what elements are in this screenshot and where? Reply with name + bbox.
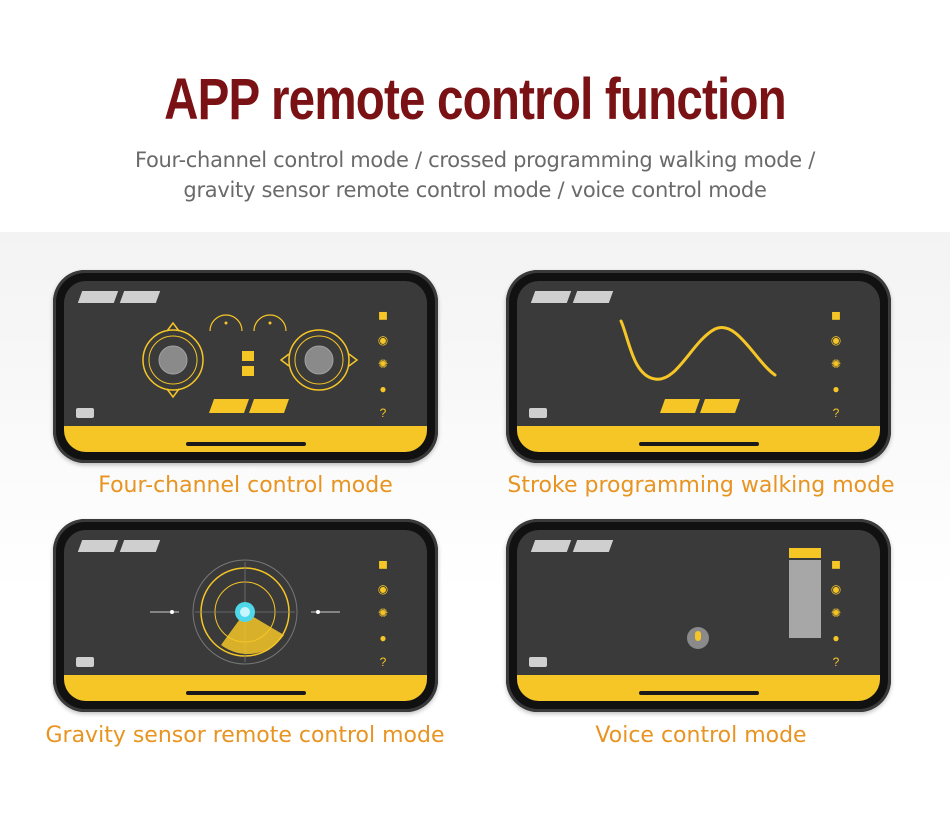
gravity-icon[interactable]: ✺ xyxy=(830,606,842,620)
gravity-icon[interactable]: ✺ xyxy=(830,357,842,371)
arrow-button-left[interactable] xyxy=(209,399,249,413)
robot-icon xyxy=(76,408,94,418)
robot-icon xyxy=(529,408,547,418)
app-screen: ◼ ◉ ✺ ● ? xyxy=(64,281,427,452)
help-icon[interactable]: ? xyxy=(379,406,387,420)
gamepad-icon[interactable]: ◼ xyxy=(378,308,388,322)
gamepad-icon[interactable]: ◼ xyxy=(831,557,841,571)
bottom-bar xyxy=(517,426,880,452)
help-icon[interactable]: ? xyxy=(832,655,840,669)
right-joystick[interactable] xyxy=(279,329,359,391)
side-menu: ◼ ◉ ✺ ● ? xyxy=(375,307,391,430)
phone-four-channel: ◼ ◉ ✺ ● ? xyxy=(53,270,438,463)
gravity-icon[interactable]: ✺ xyxy=(377,357,389,371)
app-screen: ◼ ◉ ✺ ● ? xyxy=(64,530,427,701)
caption-voice-control: Voice control mode xyxy=(595,723,807,748)
arrow-button-right[interactable] xyxy=(249,399,289,413)
home-indicator xyxy=(638,442,759,446)
play-button[interactable] xyxy=(660,399,700,413)
microphone-icon[interactable]: ● xyxy=(379,630,387,645)
steering-icon[interactable]: ◉ xyxy=(830,332,842,347)
bottom-bar xyxy=(517,675,880,701)
reset-button[interactable] xyxy=(700,399,740,413)
gravity-radar[interactable] xyxy=(192,559,298,665)
steering-icon[interactable]: ◉ xyxy=(377,332,389,347)
page-title: APP remote control function xyxy=(164,67,787,132)
bottom-bar xyxy=(64,426,427,452)
voice-level-header xyxy=(789,548,821,558)
phone-gravity-sensor: ◼ ◉ ✺ ● ? xyxy=(53,519,438,712)
robot-icon xyxy=(529,657,547,667)
gamepad-icon[interactable]: ◼ xyxy=(831,308,841,322)
caption-four-channel: Four-channel control mode xyxy=(98,473,393,498)
speed-gauge-left xyxy=(209,314,243,332)
steering-icon[interactable]: ◉ xyxy=(377,581,389,596)
microphone-icon[interactable]: ● xyxy=(379,381,387,396)
center-button-bottom[interactable] xyxy=(242,366,254,376)
home-indicator xyxy=(638,691,759,695)
bottom-bar xyxy=(64,675,427,701)
microphone-icon[interactable]: ● xyxy=(832,381,840,396)
side-menu: ◼ ◉ ✺ ● ? xyxy=(828,307,844,430)
speed-gauge-right xyxy=(253,314,287,332)
help-icon[interactable]: ? xyxy=(832,406,840,420)
left-joystick[interactable] xyxy=(142,321,204,399)
side-menu: ◼ ◉ ✺ ● ? xyxy=(828,556,844,679)
page-subtitle-line-2: gravity sensor remote control mode / voi… xyxy=(183,178,767,202)
phone-stroke-programming: ◼ ◉ ✺ ● ? xyxy=(506,270,891,463)
gravity-icon[interactable]: ✺ xyxy=(377,606,389,620)
caption-stroke-programming: Stroke programming walking mode xyxy=(507,473,895,498)
voice-level-panel xyxy=(789,560,821,638)
app-screen: ◼ ◉ ✺ ● ? xyxy=(517,530,880,701)
app-screen: ◼ ◉ ✺ ● ? xyxy=(517,281,880,452)
home-indicator xyxy=(185,442,306,446)
microphone-icon[interactable]: ● xyxy=(832,630,840,645)
page-subtitle-line-1: Four-channel control mode / crossed prog… xyxy=(134,148,816,172)
home-indicator xyxy=(185,691,306,695)
caption-gravity-sensor: Gravity sensor remote control mode xyxy=(45,723,445,748)
center-button-top[interactable] xyxy=(242,351,254,361)
help-icon[interactable]: ? xyxy=(379,655,387,669)
side-menu: ◼ ◉ ✺ ● ? xyxy=(375,556,391,679)
robot-icon xyxy=(76,657,94,667)
stroke-path[interactable] xyxy=(619,319,777,381)
phone-voice-control: ◼ ◉ ✺ ● ? xyxy=(506,519,891,712)
gamepad-icon[interactable]: ◼ xyxy=(378,557,388,571)
steering-icon[interactable]: ◉ xyxy=(830,581,842,596)
